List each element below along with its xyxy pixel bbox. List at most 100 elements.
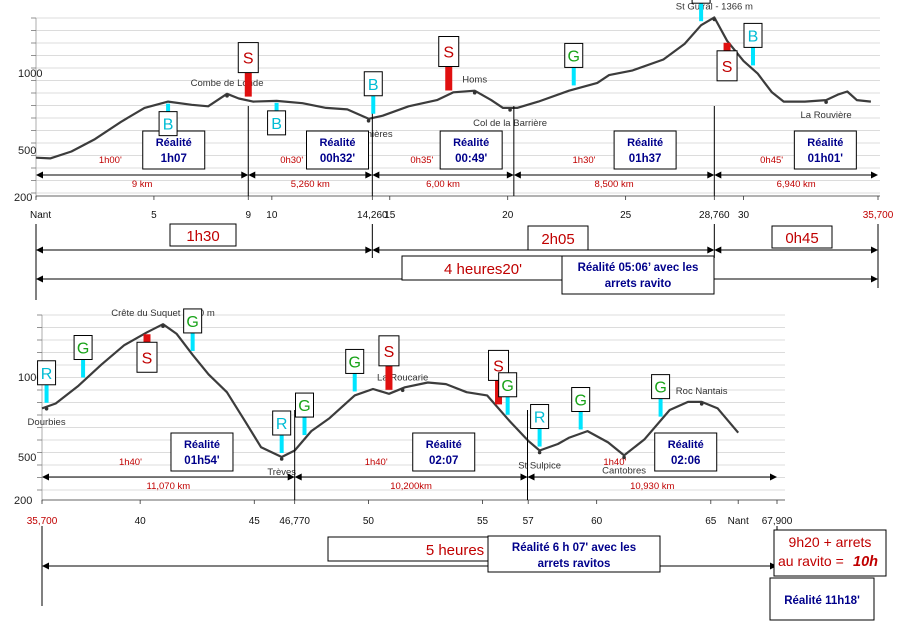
distance-arrow [372,171,514,179]
marker-box [743,22,763,48]
marker-g: G [73,335,93,378]
marker-s: S [716,42,738,82]
marker-letter: G [298,398,310,415]
marker-s: S [438,36,460,91]
distance-arrow-head-right [365,171,373,179]
marker-box [378,335,400,367]
x-tick-label: Nant [30,210,51,221]
x-tick-label: 20 [502,210,514,221]
reality-box [170,432,234,472]
grand-total-text: Réalité 11h18' [784,595,860,607]
marker-letter: G [574,393,586,410]
y-tick-label: 1000 [18,372,42,384]
marker-g: G [345,348,365,392]
place-label: Col de la Barrière [473,118,547,129]
segment-planned-time: 0h35' [410,155,433,166]
x-tick-label: 9 [245,210,251,221]
total-arrow [42,562,777,570]
reality-label: Réalité [319,137,355,149]
marker-box [237,42,259,74]
place-dot [508,108,512,112]
segment-distance: 10,200km [390,481,432,492]
place-label: Homs [462,75,487,86]
x-tick-label: 35,700 [27,516,58,527]
stage-arrow [36,246,373,254]
marker-g: G [691,0,711,22]
x-tick-label: 50 [363,516,375,527]
reality-time: 02:06 [671,455,700,467]
y-tick-label: 500 [18,145,36,157]
elevation-line [35,16,872,160]
x-tick-label: 65 [705,516,717,527]
marker-letter: S [384,344,395,361]
reality-label: Réalité [453,137,489,149]
marker-letter: R [276,416,288,433]
marker-box [158,111,178,137]
marker-box [136,341,158,373]
x-tick-label: 67,900 [762,516,793,527]
total-arrow-head-left [42,562,49,570]
total-plan-time: 5 heures [426,542,484,559]
place-label: Trèves [267,467,296,478]
segment-distance: 6,940 km [777,179,816,190]
distance-arrow [248,171,373,179]
distance-arrow-head-left [527,473,535,481]
marker-b: B [158,103,178,137]
grand-total-box [769,577,875,621]
x-tick-label: 35,700 [863,210,894,221]
marker-box [183,308,203,334]
reality-box [306,130,370,170]
reality-box [793,130,857,170]
segment-planned-time: 1h40' [365,457,388,468]
distance-arrow-head-right [871,171,878,179]
reality-time: 1h07 [161,153,187,165]
stage-arrow-head-right [707,246,715,254]
y-tick-label: 200 [14,495,32,507]
stage-box [527,225,589,251]
y-tick-label: 500 [18,452,36,464]
place-label: La Rouvière [800,110,851,121]
x-tick-label: 40 [135,516,147,527]
marker-box [272,410,292,436]
marker-letter: G [348,354,360,371]
marker-box [363,71,383,97]
reality-time: 01h01' [808,153,844,165]
marker-letter: G [186,314,198,331]
segment-distance: 5,260 km [291,179,330,190]
marker-letter: B [748,28,759,45]
distance-arrow [294,473,528,481]
segment-distance: 10,930 km [630,481,674,492]
total-real-box [561,255,715,295]
total-real-line1: Réalité 05:06’ avec les [578,262,699,274]
place-dot [400,388,405,393]
marker-g: G [498,372,518,415]
segment-planned-time: 1h30' [573,155,596,166]
x-tick-label: 5 [151,210,157,221]
marker-g: G [564,42,584,86]
marker-box [73,335,93,361]
marker-box [651,374,671,400]
place-label: La Roucarie [377,372,428,383]
x-tick-label: 45 [249,516,261,527]
marker-box [530,404,550,430]
place-dot [712,17,717,22]
distance-arrow-head-right [287,473,295,481]
place-dot [44,406,49,411]
marker-box [37,360,57,386]
distance-arrow-head-right [241,171,249,179]
segment-distance: 11,070 km [147,481,191,492]
reality-label: Réalité [426,439,462,451]
reality-label: Réalité [668,439,704,451]
place-dot [366,119,371,123]
overall-plan-box [773,529,887,577]
marker-letter: R [534,410,546,427]
place-dot [161,324,165,328]
x-tick-label: 10 [266,210,278,221]
stage-arrow-head-left [36,246,43,254]
distance-arrow [714,171,878,179]
stage-time: 2h05 [541,231,574,248]
marker-letter: S [142,350,153,367]
marker-box [345,348,365,374]
y-tick-label: 200 [14,192,32,204]
